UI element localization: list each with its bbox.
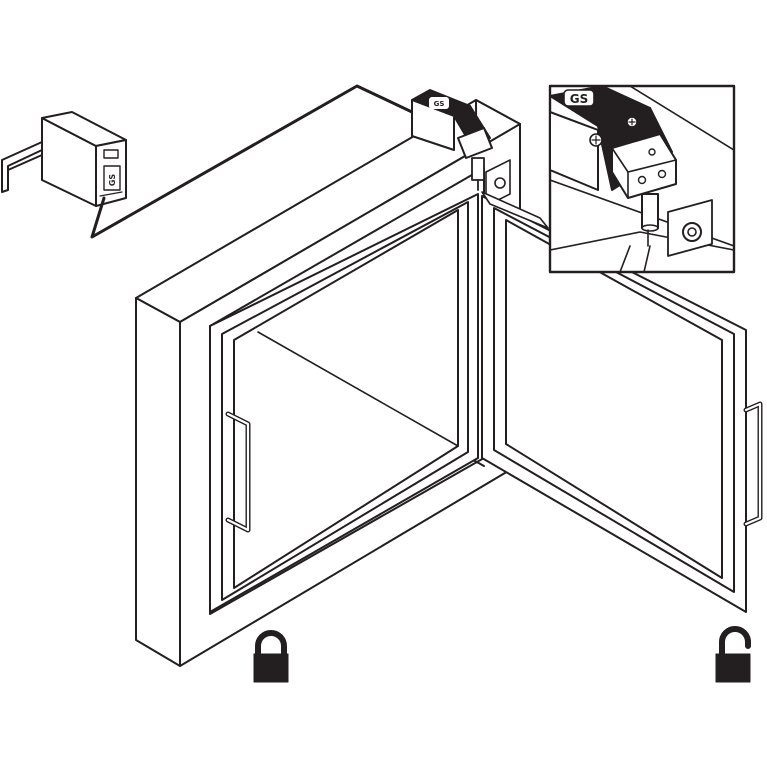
detail-inset: GS [548,84,736,274]
open-door-glass-inner [505,219,723,579]
din-rail-lip [7,154,43,171]
detail-switch-logo: GS [570,92,589,106]
detail-switch-plunger [641,193,659,229]
door-actuator-plate [481,191,549,229]
open-door [481,191,763,613]
detail-switch-front [551,111,599,191]
control-unit-icon: GS [1,111,127,207]
control-unit-terminal [103,149,119,159]
interior-edge [257,331,459,447]
closed-door-handle-inner [226,412,250,532]
control-unit-label-patch [103,165,121,191]
switch-housing-front [411,99,455,151]
open-door-handle-inner [744,402,762,526]
detail-door-edge [619,245,631,271]
switch-plunger [471,157,485,181]
switch-logo: GS [434,100,445,108]
open-door-handle [743,401,763,527]
control-unit-edge [99,191,123,197]
din-rail [1,141,43,193]
detail-door-edge-2 [643,245,651,271]
padlock-closed-icon [253,630,289,683]
padlock-open-icon [715,626,751,683]
safety-switch-icon: GS [411,89,493,191]
detail-frame-edge-top [630,87,733,151]
hinge-upper [485,159,511,207]
connection-cable [90,84,414,239]
control-unit-logo: GS [108,174,117,187]
switch-logo-badge [429,97,449,109]
frame-front-face [135,297,181,667]
detail-logo-badge [563,89,595,107]
closed-door [209,193,479,613]
switch-head [457,127,493,159]
